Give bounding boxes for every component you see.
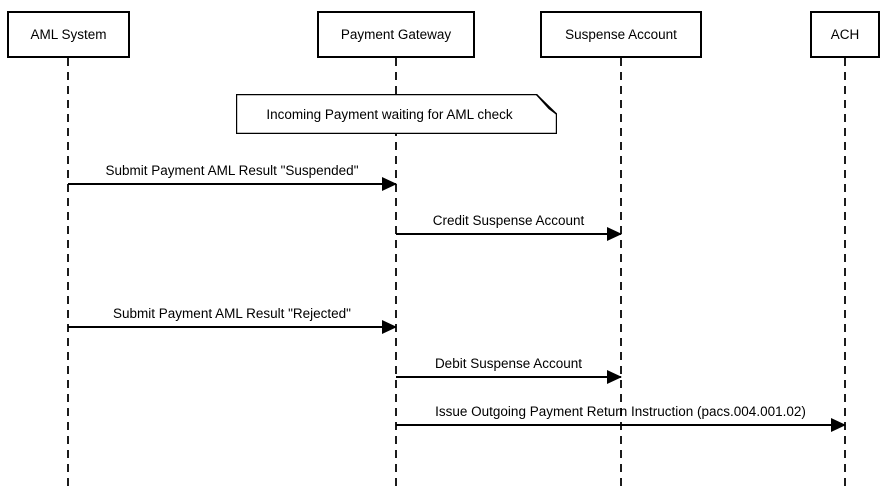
message-line — [68, 183, 396, 185]
message-line — [68, 326, 396, 328]
note-shape-icon — [236, 94, 557, 134]
message-label: Submit Payment AML Result "Suspended" — [105, 163, 359, 178]
note-incoming-payment: Incoming Payment waiting for AML check — [236, 94, 557, 134]
participant-label: Payment Gateway — [340, 27, 452, 42]
participant-payment-gateway: Payment Gateway — [317, 11, 475, 58]
lifeline-ach — [844, 58, 846, 486]
message-label: Credit Suspense Account — [432, 213, 585, 228]
message-label: Issue Outgoing Payment Return Instructio… — [435, 404, 806, 419]
message-debit-suspense-account: Debit Suspense Account — [396, 354, 622, 384]
arrowhead-right-icon — [382, 177, 397, 191]
message-label: Debit Suspense Account — [434, 356, 583, 371]
message-issue-payment-return: Issue Outgoing Payment Return Instructio… — [396, 402, 846, 432]
lifeline-aml-system — [67, 58, 69, 486]
message-submit-aml-rejected: Submit Payment AML Result "Rejected" — [68, 304, 397, 334]
participant-label: AML System — [30, 27, 107, 42]
message-label: Submit Payment AML Result "Rejected" — [113, 306, 351, 321]
message-submit-aml-suspended: Submit Payment AML Result "Suspended" — [68, 161, 397, 191]
lifeline-payment-gateway — [395, 58, 397, 486]
message-credit-suspense-account: Credit Suspense Account — [396, 211, 622, 241]
arrowhead-right-icon — [607, 370, 622, 384]
arrowhead-right-icon — [382, 320, 397, 334]
participant-label: ACH — [830, 27, 860, 42]
participant-aml-system: AML System — [7, 11, 130, 58]
arrowhead-right-icon — [831, 418, 846, 432]
lifeline-suspense-account — [620, 58, 622, 486]
message-line — [396, 233, 621, 235]
participant-label: Suspense Account — [565, 27, 677, 42]
participant-suspense-account: Suspense Account — [540, 11, 702, 58]
arrowhead-right-icon — [607, 227, 622, 241]
note-text: Incoming Payment waiting for AML check — [266, 106, 513, 122]
message-line — [396, 424, 845, 426]
message-line — [396, 376, 621, 378]
participant-ach: ACH — [810, 11, 880, 58]
